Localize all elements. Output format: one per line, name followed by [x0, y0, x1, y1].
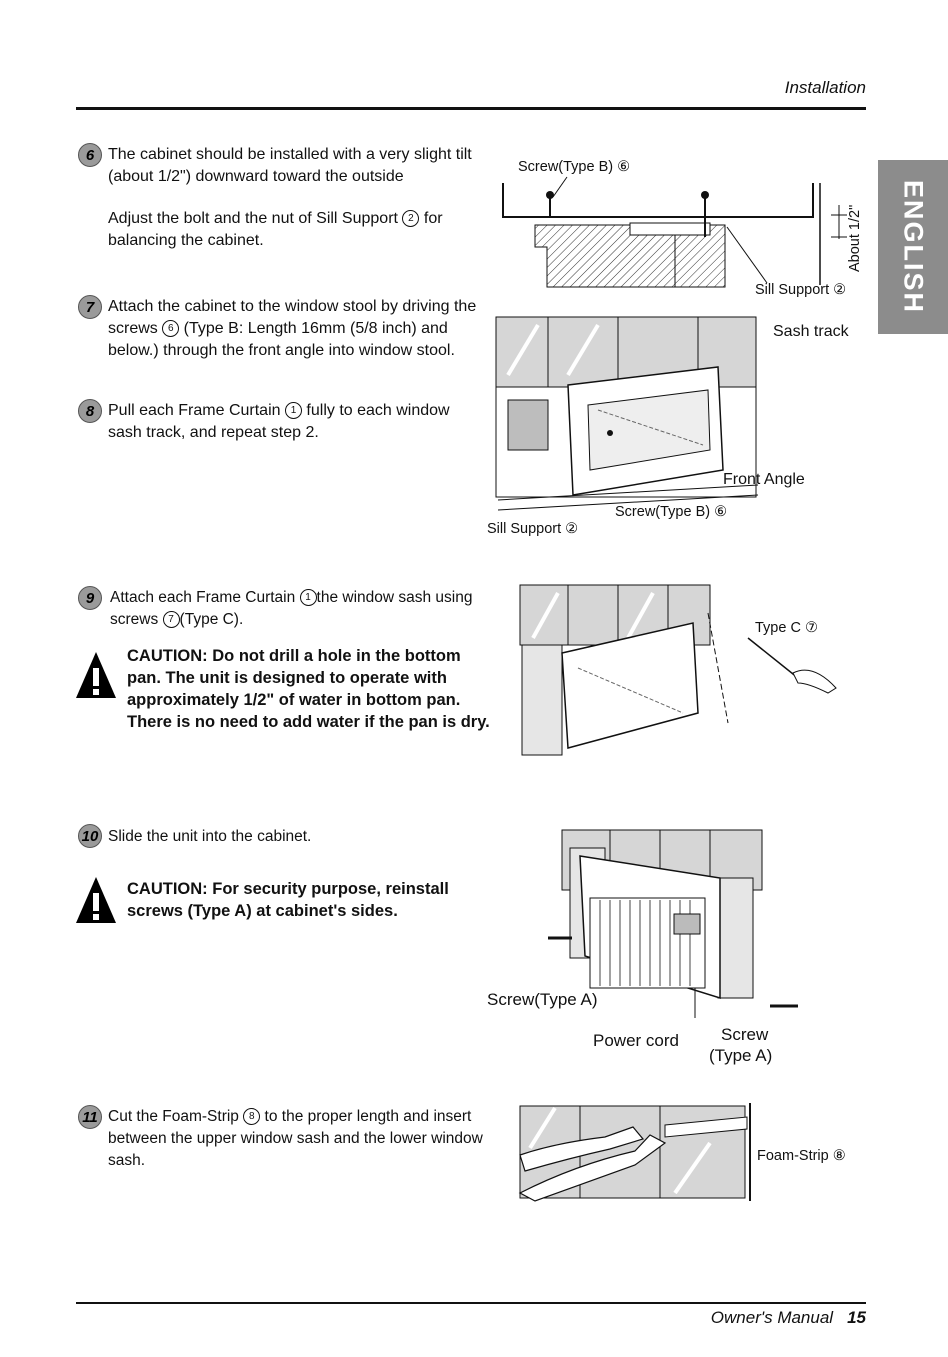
step-9-number: 9 [78, 586, 102, 610]
step-6-number: 6 [78, 143, 102, 167]
step-8-number: 8 [78, 399, 102, 423]
label-front-angle: Front Angle [723, 471, 805, 488]
label-about-half-inch: About 1/2" [847, 204, 863, 272]
figure-unit-in-cabinet [548, 829, 798, 1018]
footer-title: Owner's Manual [710, 1308, 834, 1327]
label-screw-type-b-2: Screw(Type B) ⑥ [615, 504, 728, 520]
ref-8-marker: 8 [243, 1108, 261, 1126]
warning-icon [76, 652, 116, 698]
footer: Owner's Manual 15 [711, 1308, 866, 1328]
label-screw: Screw [721, 1025, 769, 1044]
language-tab-label: ENGLISH [898, 179, 929, 315]
ref-6-marker: 6 [162, 320, 180, 338]
ref-1-marker: 1 [284, 402, 302, 420]
section-header: Installation [784, 78, 866, 97]
label-sill-support-2: Sill Support ② [487, 521, 579, 537]
figure-cabinet-window [495, 316, 759, 511]
figure-cabinet-tilt [502, 176, 847, 288]
step-10-text: Slide the unit into the cabinet. [108, 828, 312, 845]
header-rule [76, 107, 866, 110]
step-10-number: 10 [78, 824, 102, 848]
label-type-c: Type C ⑦ [755, 620, 818, 636]
label-sill-support: Sill Support ② [755, 282, 847, 298]
ref-2-marker: 2 [402, 210, 420, 228]
ref-1-marker: 1 [299, 589, 317, 607]
page-number: 15 [847, 1308, 866, 1327]
step-7-text: Attach the cabinet to the window stool b… [108, 298, 477, 359]
step-6-text: The cabinet should be installed with a v… [108, 146, 472, 185]
step-11-number: 11 [78, 1105, 102, 1129]
step-7-number: 7 [78, 295, 102, 319]
label-screw-type-a: Screw(Type A) [487, 990, 598, 1009]
label-power-cord: Power cord [593, 1031, 679, 1050]
caution-screws-text: CAUTION: For security purpose, reinstall… [127, 880, 449, 920]
step-8-text: Pull each Frame Curtain 1 fully to each … [108, 402, 450, 441]
caution-drill-text: CAUTION: Do not drill a hole in the bott… [127, 647, 490, 731]
label-foam-strip: Foam-Strip ⑧ [757, 1148, 846, 1164]
step-6-adjust-text: Adjust the bolt and the nut of Sill Supp… [108, 210, 443, 249]
figure-foam-strip [518, 1103, 751, 1202]
warning-icon [76, 877, 116, 923]
label-type-a: (Type A) [709, 1046, 773, 1065]
figure-frame-curtain [519, 584, 837, 756]
footer-rule [76, 1302, 866, 1304]
language-tab: ENGLISH [878, 160, 948, 334]
ref-7-marker: 7 [162, 611, 180, 629]
label-screw-type-b: Screw(Type B) ⑥ [518, 159, 631, 175]
step-11-text: Cut the Foam-Strip 8 to the proper lengt… [108, 1108, 483, 1169]
label-sash-track: Sash track [773, 323, 849, 340]
